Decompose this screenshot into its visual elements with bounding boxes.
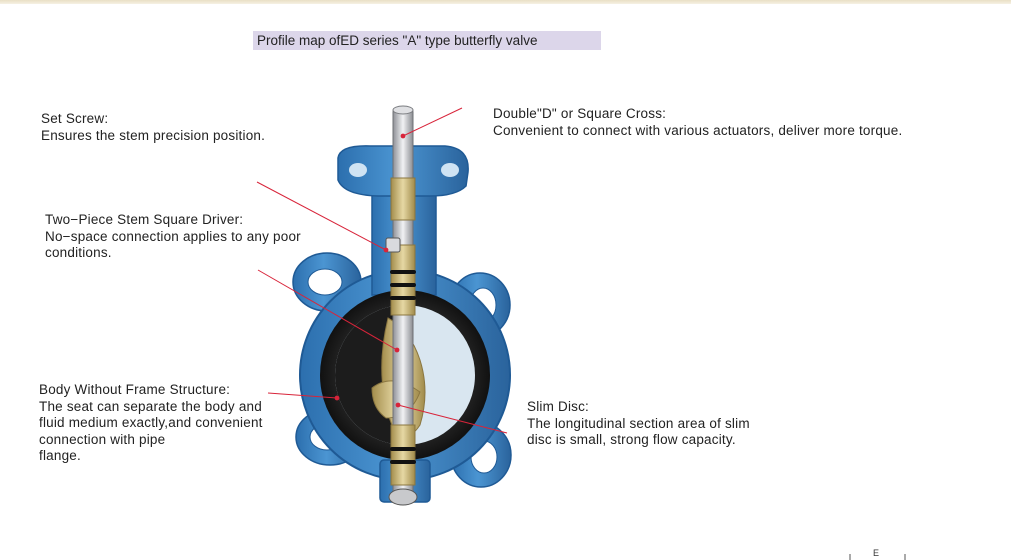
callout-double-d: Double"D" or Square Cross: Convenient to… (493, 106, 902, 139)
callout-body-frame: Body Without Frame Structure: The seat c… (39, 382, 263, 465)
callout-two-piece-stem: Two−Piece Stem Square Driver: No−space c… (45, 212, 301, 262)
callout-text: Convenient to connect with various actua… (493, 123, 902, 140)
callout-text: flange. (39, 448, 263, 465)
callout-text: fluid medium exactly,and convenient (39, 415, 263, 432)
callout-text: connection with pipe (39, 432, 263, 449)
callout-set-screw: Set Screw: Ensures the stem precision po… (41, 111, 265, 144)
callout-heading: Slim Disc: (527, 399, 750, 416)
callout-text: The seat can separate the body and (39, 399, 263, 416)
callout-heading: Body Without Frame Structure: (39, 382, 263, 399)
callout-heading: Double"D" or Square Cross: (493, 106, 902, 123)
callout-text: No−space connection applies to any poor (45, 229, 301, 246)
callout-text: disc is small, strong flow capacity. (527, 432, 750, 449)
callout-text: conditions. (45, 245, 301, 262)
callout-text: Ensures the stem precision position. (41, 128, 265, 145)
footer-mark: E (873, 548, 879, 558)
callout-slim-disc: Slim Disc: The longitudinal section area… (527, 399, 750, 449)
callout-text: The longitudinal section area of slim (527, 416, 750, 433)
callout-heading: Set Screw: (41, 111, 265, 128)
callout-heading: Two−Piece Stem Square Driver: (45, 212, 301, 229)
